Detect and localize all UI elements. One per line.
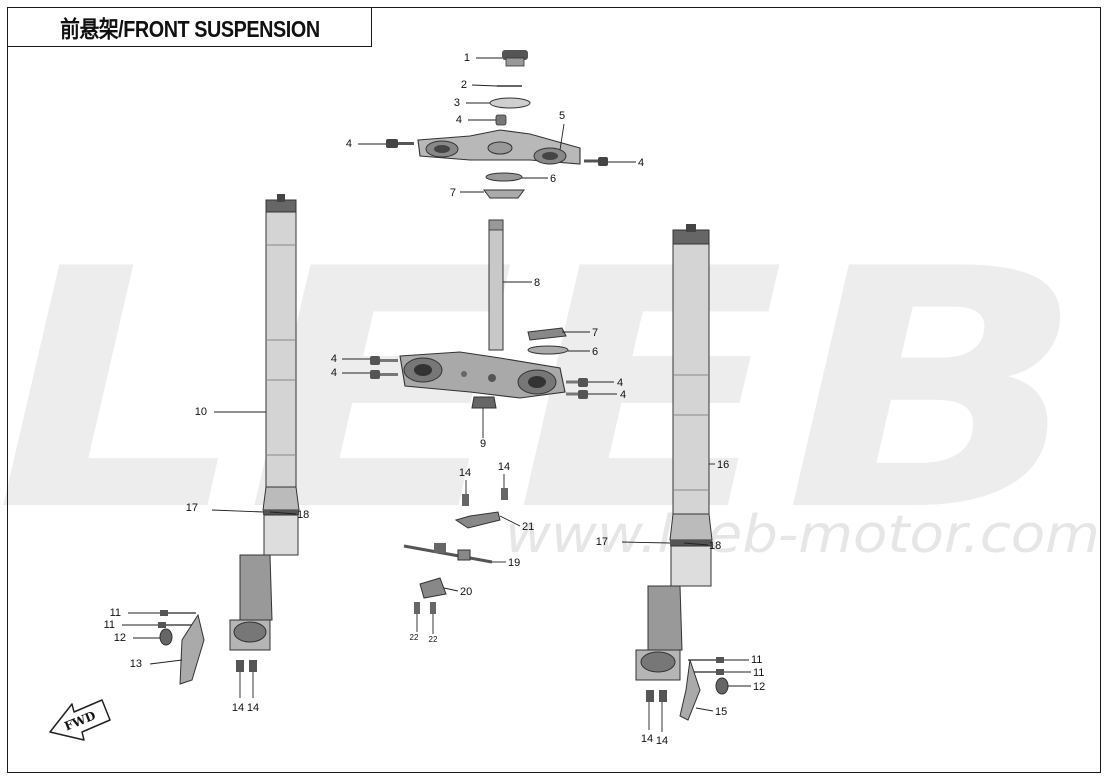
watermark-url: www.leeb-motor.com — [505, 505, 1100, 565]
callout-label-c5: 5 — [559, 110, 565, 122]
page-title: 前悬架/FRONT SUSPENSION — [59, 16, 320, 42]
callout-label-c16: 16 — [717, 459, 729, 471]
callout-label-c11d: 11 — [753, 667, 764, 679]
callout-label-c17b: 17 — [596, 536, 608, 548]
leader-line-c15 — [695, 707, 714, 712]
callout-label-c19: 19 — [508, 557, 520, 569]
leader-line-c13 — [149, 659, 183, 665]
callout-label-c7b: 7 — [592, 327, 598, 339]
upper-dust-seal — [483, 189, 525, 199]
callout-label-c11b: 11 — [104, 619, 115, 631]
callout-label-c4e: 4 — [331, 367, 337, 379]
steering-damper-parts — [403, 488, 508, 614]
damper-clamp — [419, 577, 447, 599]
callout-label-c2: 2 — [461, 79, 467, 91]
right-fork-leg — [635, 224, 729, 721]
callout-label-c9: 9 — [480, 438, 486, 450]
left-fork-tube — [265, 211, 297, 488]
leader-line-c5 — [559, 123, 565, 151]
callout-label-c13: 13 — [130, 658, 142, 670]
callout-label-c22b: 22 — [429, 635, 438, 644]
right-brake-bracket — [679, 659, 701, 721]
callout-label-c14e: 14 — [641, 733, 653, 745]
left-brake-bracket — [179, 613, 205, 685]
callout-label-c18a: 18 — [297, 509, 309, 521]
right-fork-slider — [647, 585, 683, 651]
callout-label-c14b: 14 — [247, 702, 259, 714]
callout-label-c17a: 17 — [186, 502, 198, 514]
callout-label-c4b: 4 — [346, 138, 352, 150]
callout-label-c3: 3 — [454, 97, 460, 109]
callout-label-c10: 10 — [195, 406, 207, 418]
callout-label-c15: 15 — [715, 706, 727, 718]
callout-label-c14f: 14 — [656, 735, 668, 747]
upper-bearing — [485, 172, 523, 182]
callout-label-c8: 8 — [534, 277, 540, 289]
callout-label-c11c: 11 — [751, 654, 762, 666]
leader-line-c18a — [269, 511, 297, 515]
lower-bearing — [527, 327, 567, 341]
callout-label-c14d: 14 — [498, 461, 510, 473]
steering-stem-assembly — [370, 219, 588, 409]
callout-label-c4f: 4 — [617, 377, 623, 389]
stem-nut-lower — [471, 396, 497, 409]
leader-line-c21 — [499, 515, 521, 527]
drawing-frame — [7, 7, 1101, 773]
callout-label-c14a: 14 — [232, 702, 244, 714]
callout-label-c6a: 6 — [550, 173, 556, 185]
leader-line-c20 — [443, 587, 459, 592]
leader-line-c17b — [621, 541, 671, 544]
right-fork-tube — [672, 243, 710, 515]
callout-label-c22a: 22 — [410, 633, 419, 642]
callout-label-c7a: 7 — [450, 187, 456, 199]
title-box: 前悬架/FRONT SUSPENSION — [7, 7, 372, 47]
top-triple-clamp-assembly — [386, 50, 608, 199]
callout-label-c6b: 6 — [592, 346, 598, 358]
callout-label-c4g: 4 — [620, 389, 626, 401]
leader-line-c17a — [211, 509, 265, 513]
leader-line-c18b — [683, 542, 709, 546]
steering-stem-cap — [502, 50, 528, 60]
callout-label-c4a: 4 — [456, 114, 462, 126]
callout-label-c21: 21 — [522, 521, 534, 533]
callout-label-c12a: 12 — [114, 632, 126, 644]
callout-label-c14c: 14 — [459, 467, 471, 479]
left-fork-slider — [239, 554, 273, 621]
callout-label-c18b: 18 — [709, 540, 721, 552]
callout-label-c4d: 4 — [331, 353, 337, 365]
watermark: LEEB www.leeb-motor.com — [0, 199, 1100, 583]
callout-label-c11a: 11 — [110, 607, 121, 619]
callout-label-c4c: 4 — [638, 157, 644, 169]
damper-bracket — [454, 511, 501, 529]
callout-label-c1: 1 — [464, 52, 470, 64]
left-fork-leg — [158, 194, 300, 685]
callout-label-c20: 20 — [460, 586, 472, 598]
leader-line-c2 — [471, 84, 498, 87]
callout-label-c12b: 12 — [753, 681, 765, 693]
